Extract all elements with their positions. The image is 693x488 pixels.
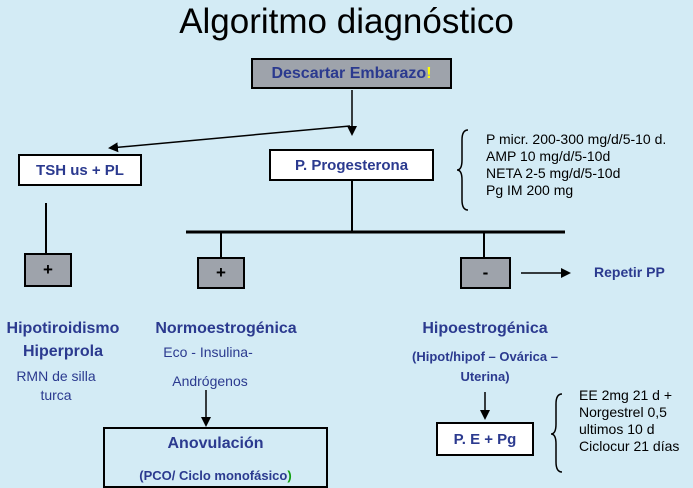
anovulacion-sub: (PCO/ Ciclo monofásico) (105, 468, 326, 483)
result-left-plus: + (24, 253, 72, 287)
anovulacion-title: Anovulación (167, 435, 264, 452)
descartar-embarazo-box: Descartar Embarazo! (251, 58, 452, 89)
result-mid-label: + (216, 263, 226, 282)
result-minus-label: - (482, 263, 489, 282)
hipoestrogenica-title: Hipoestrogénica (422, 320, 548, 337)
anovulacion-accent: ) (287, 468, 292, 483)
ee-list: EE 2mg 21 d + Norgestrel 0,5 ultimos 10 … (579, 387, 679, 455)
progesterone-item: Pg IM 200 mg (486, 182, 574, 198)
result-mid-plus: + (197, 257, 245, 289)
progesterona-label: P. Progesterona (294, 156, 409, 174)
anovulacion-box: Anovulación (PCO/ Ciclo monofásico) (103, 427, 328, 488)
page-title: Algoritmo diagnóstico (179, 2, 514, 41)
rmn-text: RMN de silla (16, 368, 96, 384)
hipotiroidismo-title: Hipotiroidismo (6, 320, 120, 337)
tsh-box: TSH us + PL (18, 154, 142, 186)
descartar-embarazo-label: Descartar Embarazo (271, 64, 427, 82)
progesterone-item: AMP 10 mg/d/5-10d (486, 148, 611, 164)
anovulacion-sub-text: (PCO/ Ciclo monofásico (139, 468, 288, 483)
hiperprola-title: Hiperprola (22, 343, 103, 360)
hipot-hipof-text: (Hipot/hipof – Ovárica – (412, 349, 558, 364)
turca-text: turca (40, 387, 72, 403)
uterina-text: Uterina) (460, 369, 510, 384)
descartar-accent: ! (426, 64, 432, 82)
ee-item: Norgestrel 0,5 (579, 404, 667, 420)
brace-ee (550, 393, 563, 473)
pe-pg-box: P. E + Pg (436, 422, 534, 456)
ee-item: ultimos 10 d (579, 421, 655, 437)
progesterona-box: P. Progesterona (269, 149, 434, 181)
normoestrogenica-title: Normoestrogénica (155, 320, 297, 337)
ee-item: Ciclocur 21 días (579, 438, 680, 454)
pe-pg-label: P. E + Pg (453, 430, 517, 448)
result-minus: - (460, 257, 511, 289)
brace-progesterone (456, 129, 469, 211)
androgenos-text: Andrógenos (172, 373, 248, 389)
arrow-top-to-tsh (108, 125, 351, 153)
progesterone-item: NETA 2-5 mg/d/5-10d (486, 165, 621, 181)
progesterone-item: P micr. 200-300 mg/d/5-10 d. (486, 131, 667, 147)
repetir-pp: Repetir PP (594, 264, 665, 280)
result-left-label: + (43, 260, 53, 279)
progesterone-list: P micr. 200-300 mg/d/5-10 d. AMP 10 mg/d… (486, 131, 666, 199)
tsh-label: TSH us + PL (36, 161, 124, 179)
ee-item: EE 2mg 21 d + (579, 387, 673, 403)
eco-insulina-text: Eco - Insulina- (163, 344, 253, 360)
